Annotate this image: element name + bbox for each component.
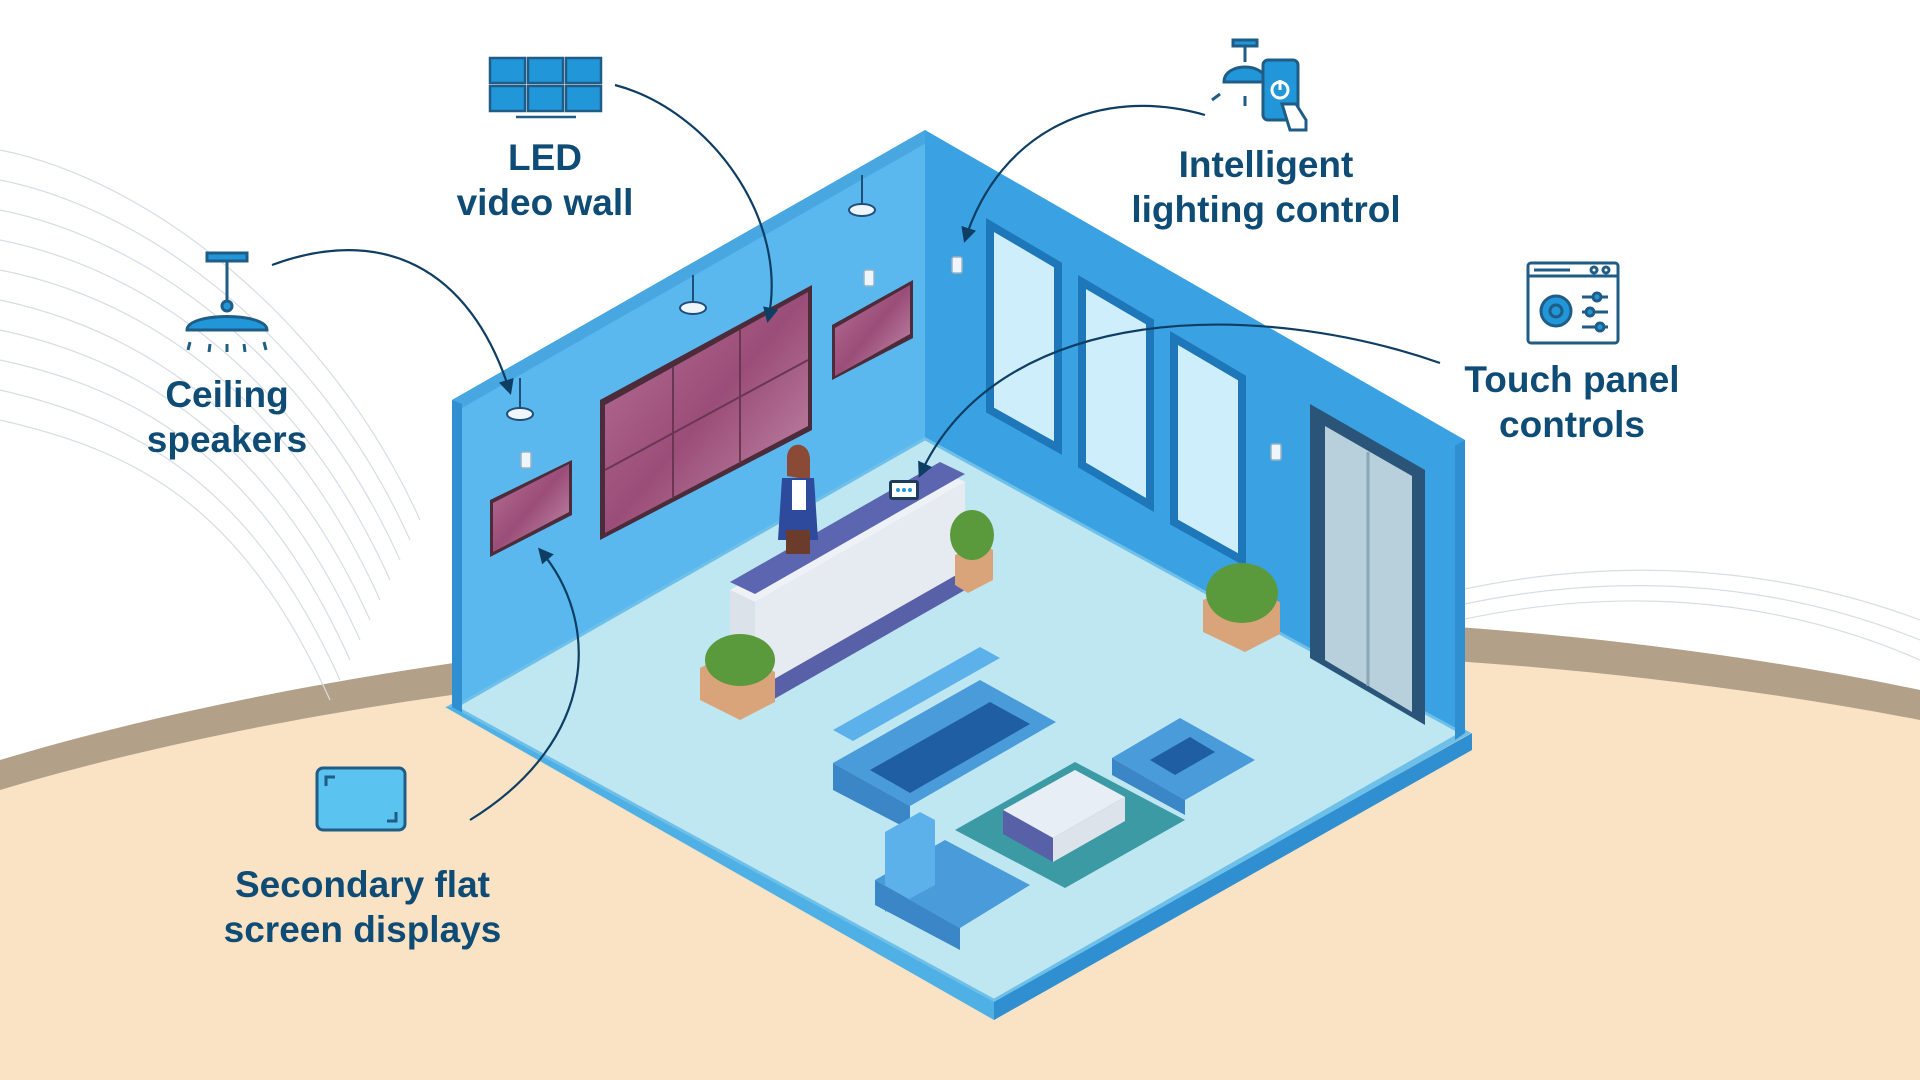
led-video-wall-screen xyxy=(600,285,812,540)
label-led-video-wall-line2: video wall xyxy=(456,182,634,223)
arrow-touch-panel xyxy=(918,323,1441,478)
room xyxy=(445,130,1472,1020)
ceiling-speaker-icon xyxy=(185,251,269,353)
label-secondary-displays: Secondary flat screen displays xyxy=(190,862,535,952)
label-ceiling-speakers: Ceiling speakers xyxy=(107,372,347,462)
arrow-ceiling-speakers xyxy=(271,249,514,395)
label-secondary-displays-line2: screen displays xyxy=(223,909,502,950)
armchair-right xyxy=(1112,718,1255,815)
label-led-video-wall: LED video wall xyxy=(425,135,665,225)
flat-screen-icon xyxy=(315,766,407,832)
ceiling-fixtures xyxy=(506,175,876,421)
plants xyxy=(700,510,1280,720)
windows xyxy=(986,218,1246,567)
label-secondary-displays-line1: Secondary flat xyxy=(235,864,490,905)
label-intelligent-lighting: Intelligent lighting control xyxy=(1096,142,1436,232)
label-led-video-wall-line1: LED xyxy=(508,137,582,178)
callout-arrows xyxy=(271,83,1441,821)
label-ceiling-speakers-line2: speakers xyxy=(146,419,308,460)
label-touch-panel-line2: controls xyxy=(1499,404,1645,445)
arrow-lighting-control xyxy=(961,104,1206,243)
arrow-led-video-wall xyxy=(614,83,779,324)
touch-panel-icon xyxy=(1526,261,1620,345)
lighting-control-icon xyxy=(1211,38,1308,132)
label-intelligent-lighting-line1: Intelligent xyxy=(1178,144,1354,185)
wall-sconces xyxy=(520,256,1282,469)
elevator xyxy=(1310,404,1425,725)
label-intelligent-lighting-line2: lighting control xyxy=(1131,189,1401,230)
label-touch-panel-line1: Touch panel xyxy=(1464,359,1680,400)
background-waves xyxy=(0,149,1920,701)
armchair-front xyxy=(875,812,1030,950)
arrow-secondary-displays xyxy=(469,547,580,821)
sofa xyxy=(833,647,1056,830)
receptionist xyxy=(778,444,818,554)
label-touch-panel: Touch panel controls xyxy=(1432,357,1712,447)
label-ceiling-speakers-line1: Ceiling xyxy=(165,374,289,415)
secondary-screens xyxy=(490,280,913,557)
video-wall-icon xyxy=(488,56,603,119)
coffee-table xyxy=(955,762,1185,888)
